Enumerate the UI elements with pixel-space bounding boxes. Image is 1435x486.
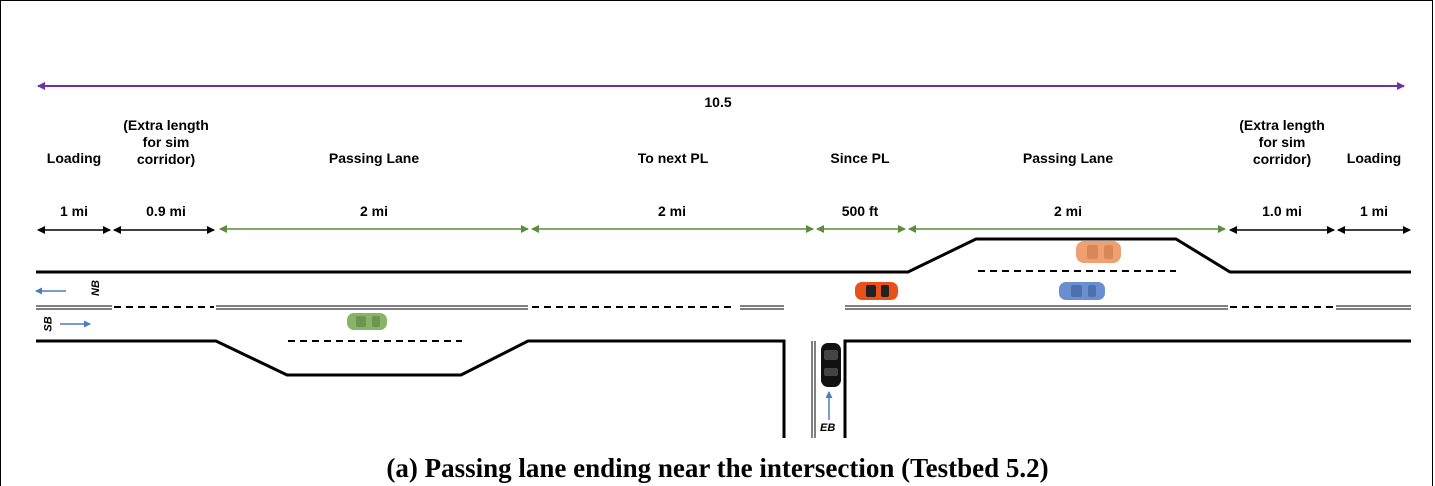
green-car (347, 313, 387, 330)
black-car (821, 343, 841, 387)
total-length-label: 10.5 (704, 94, 732, 110)
sb-label: SB (42, 316, 55, 332)
segment-name-extra-right: (Extra length for sim corridor) (1239, 117, 1325, 167)
cross-street-center-line (811, 341, 816, 438)
center-line (36, 305, 1411, 310)
segment-length-loading-left: 1 mi (59, 203, 88, 219)
segment-length-loading-right: 1 mi (1359, 203, 1388, 219)
segment-length-passing-lane-1: 2 mi (359, 203, 388, 219)
segment-name-extra-left: (Extra length for sim corridor) (123, 117, 209, 167)
red-car (855, 282, 898, 300)
segment-length-extra-right: 1.0 mi (1262, 203, 1302, 219)
nb-label: NB (89, 280, 102, 296)
segment-name-to-next-pl: To next PL (637, 150, 709, 166)
segment-length-since-pl: 500 ft (841, 203, 879, 219)
figure-caption: (a) Passing lane ending near the interse… (386, 453, 1049, 483)
segment-name-passing-lane-1: Passing Lane (328, 150, 420, 166)
segment-name-passing-lane-2: Passing Lane (1022, 150, 1114, 166)
road-edge-bottom-right (843, 339, 1411, 438)
eb-label: EB (820, 422, 836, 434)
segment-length-to-next-pl: 2 mi (657, 203, 686, 219)
blue-car (1059, 282, 1105, 300)
segment-length-passing-lane-2: 2 mi (1053, 203, 1082, 219)
road-edge-top (36, 237, 1411, 274)
orange-car (1076, 241, 1121, 263)
segment-name-since-pl: Since PL (830, 150, 890, 166)
segment-name-loading-left: Loading (46, 150, 102, 166)
segment-length-extra-left: 0.9 mi (146, 203, 186, 219)
road-edge-bottom-left (36, 339, 786, 438)
segment-name-loading-right: Loading (1346, 150, 1402, 166)
